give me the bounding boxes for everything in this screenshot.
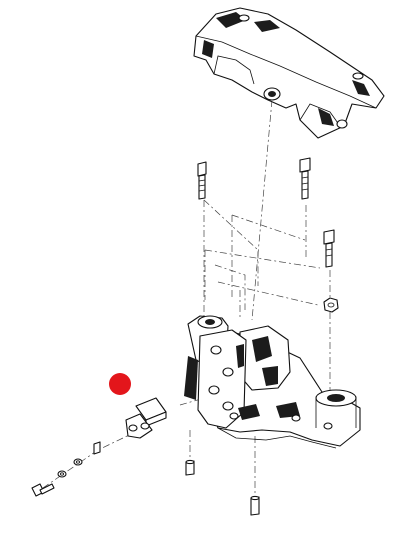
long-bolt-left <box>197 161 207 200</box>
hex-nut <box>323 297 339 313</box>
small-screw <box>93 441 101 455</box>
long-bolt-right <box>299 157 311 200</box>
washer-1 <box>73 458 83 466</box>
washer-2 <box>57 470 67 478</box>
short-bolt <box>323 229 335 268</box>
upper-crossmember <box>193 7 385 139</box>
highlight-marker <box>109 373 131 395</box>
dowel-sleeve-1 <box>185 459 195 476</box>
assembly-centerlines <box>39 99 331 498</box>
pin-with-plate <box>125 397 167 439</box>
dowel-sleeve-2 <box>250 495 260 516</box>
screw <box>31 483 55 497</box>
bracket-assembly <box>184 315 361 449</box>
